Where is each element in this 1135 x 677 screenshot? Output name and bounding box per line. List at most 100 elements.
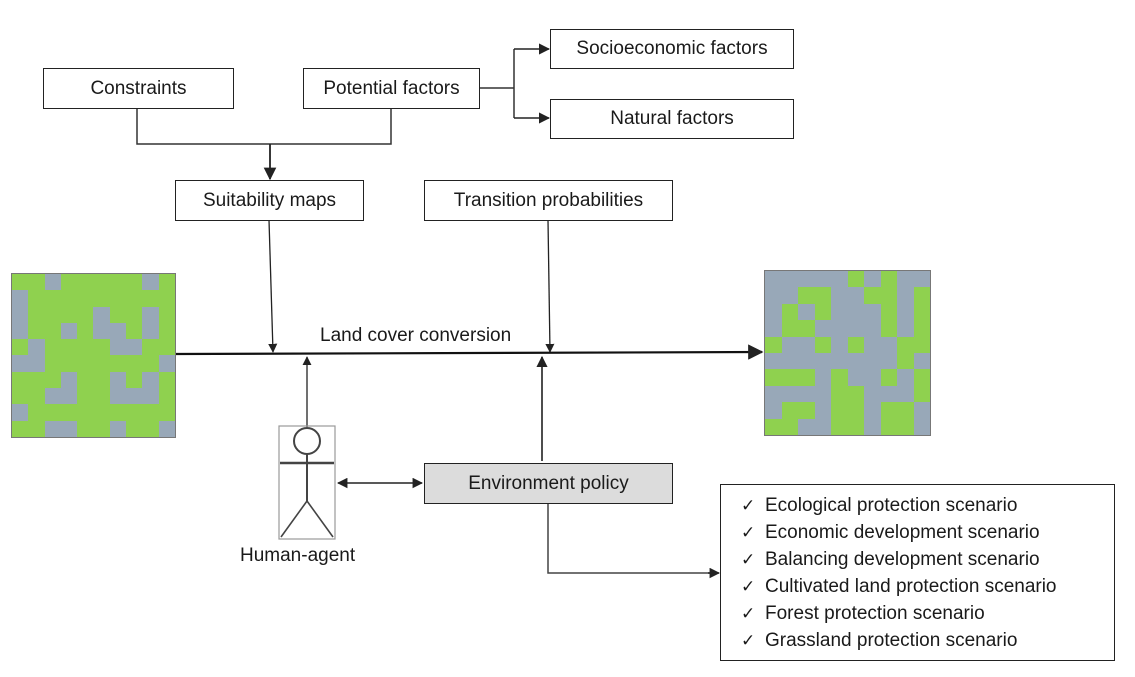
grid-cell-green [864,287,881,304]
grid-cell-green [44,339,61,356]
grid-cell-green [831,369,848,386]
grid-cell-green [77,404,94,421]
grid-cell-grey [864,320,881,337]
grid-cell-grey [831,303,848,321]
check-icon: ✓ [741,604,756,623]
grid-cell-green [158,306,175,323]
potential-factors-box: Potential factors [303,68,480,109]
grid-cell-green [158,322,175,340]
grid-cell-grey [60,371,78,389]
grid-cell-green [880,418,897,435]
grid-cell-grey [765,287,782,304]
grid-cell-green [798,320,815,337]
grid-cell-grey [798,303,815,321]
grid-cell-grey [781,287,798,304]
grid-cell-grey [44,420,61,437]
grid-cell-grey [864,336,881,353]
grid-cell-green [77,322,94,340]
land-cover-conversion-label: Land cover conversion [320,325,512,346]
grid-cell-green [158,290,175,307]
scenario-label: Balancing development scenario [765,549,1040,570]
grid-cell-grey [60,420,78,437]
grid-cell-green [913,287,930,304]
human-agent-icon [278,425,336,540]
scenario-item: ✓Balancing development scenario [741,546,1114,573]
grid-cell-grey [913,402,930,419]
grid-cell-grey [864,385,881,403]
grid-cell-green [12,339,29,356]
grid-cell-grey [60,388,78,405]
grid-cell-grey [142,388,159,405]
transition-probabilities-box: Transition probabilities [424,180,673,221]
grid-cell-green [28,274,45,291]
grid-cell-grey [12,404,29,421]
grid-cell-green [126,274,143,291]
grid-cell-green [93,339,110,356]
grid-cell-grey [864,303,881,321]
environment-policy-box: Environment policy [424,463,673,504]
grid-cell-green [913,320,930,337]
grid-cell-grey [864,402,881,419]
grid-cell-green [913,303,930,321]
potential-factors-label: Potential factors [323,77,460,99]
grid-cell-green [44,322,61,340]
grid-cell-green [93,290,110,307]
grid-cell-green [77,306,94,323]
grid-cell-grey [913,352,930,370]
suitability-maps-box: Suitability maps [175,180,364,221]
grid-cell-grey [12,290,29,307]
grid-cell-grey [765,402,782,419]
grid-cell-grey [126,339,143,356]
grid-cell-grey [864,271,881,288]
grid-cell-green [847,402,864,419]
scenario-item: ✓Ecological protection scenario [741,492,1114,519]
grid-cell-grey [765,271,782,288]
scenario-item: ✓Grassland protection scenario [741,627,1114,654]
grid-cell-green [60,404,78,421]
connector-potential-to-branch [479,49,515,118]
scenario-item: ✓Forest protection scenario [741,600,1114,627]
grid-cell-grey [847,352,864,370]
grid-cell-green [44,404,61,421]
grid-cell-green [44,306,61,323]
grid-cell-grey [109,371,127,389]
grid-cell-grey [109,339,127,356]
grid-cell-green [913,336,930,353]
grid-cell-green [93,420,110,437]
grid-cell-grey [864,418,881,435]
scenario-label: Ecological protection scenario [765,495,1018,516]
grid-cell-green [60,339,78,356]
grid-cell-grey [44,388,61,405]
grid-cell-green [831,402,848,419]
grid-cell-green [880,287,897,304]
natural-factors-label: Natural factors [610,108,734,129]
grid-cell-green [28,290,45,307]
grid-cell-green [126,371,143,389]
grid-cell-green [60,306,78,323]
grid-cell-grey [814,320,831,337]
grid-cell-grey [831,336,848,353]
grid-cell-grey [142,322,159,340]
scenario-item: ✓Economic development scenario [741,519,1114,546]
grid-cell-grey [847,320,864,337]
grid-cell-green [28,404,45,421]
grid-cell-green [142,290,159,307]
grid-cell-green [158,388,175,405]
grid-cell-green [897,336,914,353]
grid-cell-green [781,320,798,337]
grid-cell-grey [765,385,782,403]
grid-cell-grey [864,369,881,386]
grid-cell-green [158,339,175,356]
grid-cell-green [109,404,127,421]
grid-cell-green [880,271,897,288]
grid-cell-grey [798,385,815,403]
grid-cell-green [880,402,897,419]
scenario-label: Economic development scenario [765,522,1040,543]
constraints-label: Constraints [90,77,187,99]
grid-cell-green [28,371,45,389]
arrow-transition-to-conversion [545,219,555,353]
grid-cell-green [12,274,29,291]
grid-cell-grey [814,402,831,419]
grid-cell-green [158,371,175,389]
